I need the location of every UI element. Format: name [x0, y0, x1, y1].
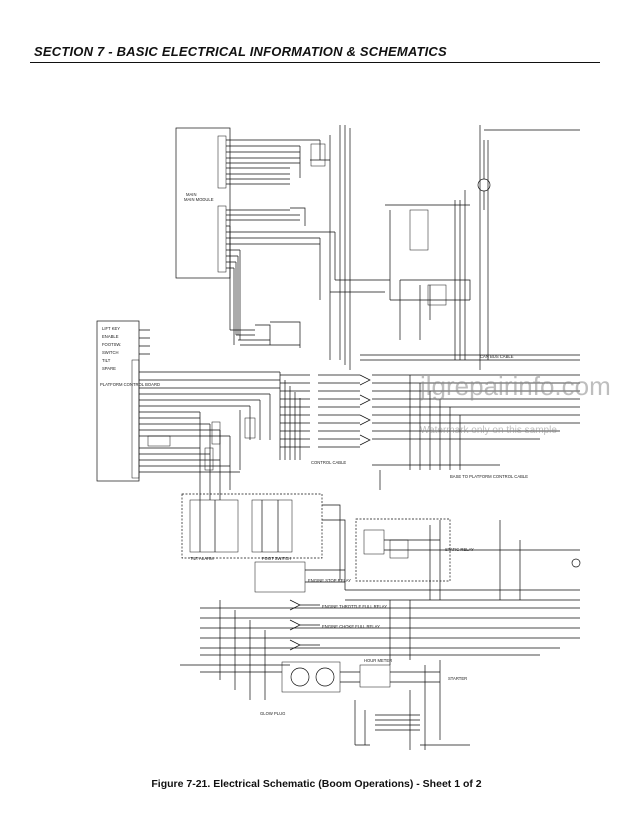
- schematic-wiring: [96, 125, 581, 750]
- engine-components-box: [281, 661, 341, 693]
- platform-switch-5: TILT: [102, 358, 111, 363]
- platform-switch-4: SWITCH: [102, 350, 119, 355]
- component-label-4: FOOT SWITCH: [262, 556, 291, 561]
- relay-label-4: STATIC RELAY: [445, 547, 474, 552]
- component-label-1: GLOW PLUG: [260, 711, 285, 716]
- platform-switch-6: SPARE: [102, 366, 116, 371]
- relay-label-1: ENGINE STOP RELAY: [308, 578, 351, 583]
- cable-label-3: BASE TO PLATFORM CONTROL CABLE: [450, 474, 528, 479]
- platform-switch-3: FOOTSW.: [102, 342, 121, 347]
- engine-stop-relay-box: [254, 561, 306, 593]
- platform-switch-1: LIFT KEY: [102, 326, 120, 331]
- watermark-main: jlgrepairinfo.com: [419, 371, 611, 401]
- platform-board-label: PLATFORM CONTROL BOARD: [100, 382, 160, 387]
- header-rule: [30, 62, 600, 63]
- cable-label-1: CONTROL CABLE: [311, 460, 346, 465]
- ground-control-module: [181, 493, 323, 559]
- main-module-label: MAIN MODULE: [184, 197, 214, 202]
- relay-module: [355, 518, 451, 582]
- platform-switch-2: ENABLE: [102, 334, 119, 339]
- section-title: SECTION 7 - BASIC ELECTRICAL INFORMATION…: [34, 44, 447, 59]
- main-module-box: [175, 127, 231, 279]
- relay-label-3: ENGINE CHOKE FULL RELAY: [322, 624, 380, 629]
- component-label-3: TILT ALARM: [190, 556, 214, 561]
- watermark-sub: Watermark only on this sample: [420, 425, 557, 436]
- cable-label-2: CAN BUS CABLE: [480, 354, 514, 359]
- relay-label-2: ENGINE THROTTLE FULL RELAY: [322, 604, 387, 609]
- figure-caption: Figure 7-21. Electrical Schematic (Boom …: [151, 778, 482, 790]
- component-label-2: STARTER: [448, 676, 467, 681]
- schematic-labels: MAIN MAIN MODULE PLATFORM CONTROL BOARD …: [100, 192, 528, 716]
- svg-text:MAIN: MAIN: [186, 192, 196, 197]
- component-label-5: HOUR METER: [364, 658, 392, 663]
